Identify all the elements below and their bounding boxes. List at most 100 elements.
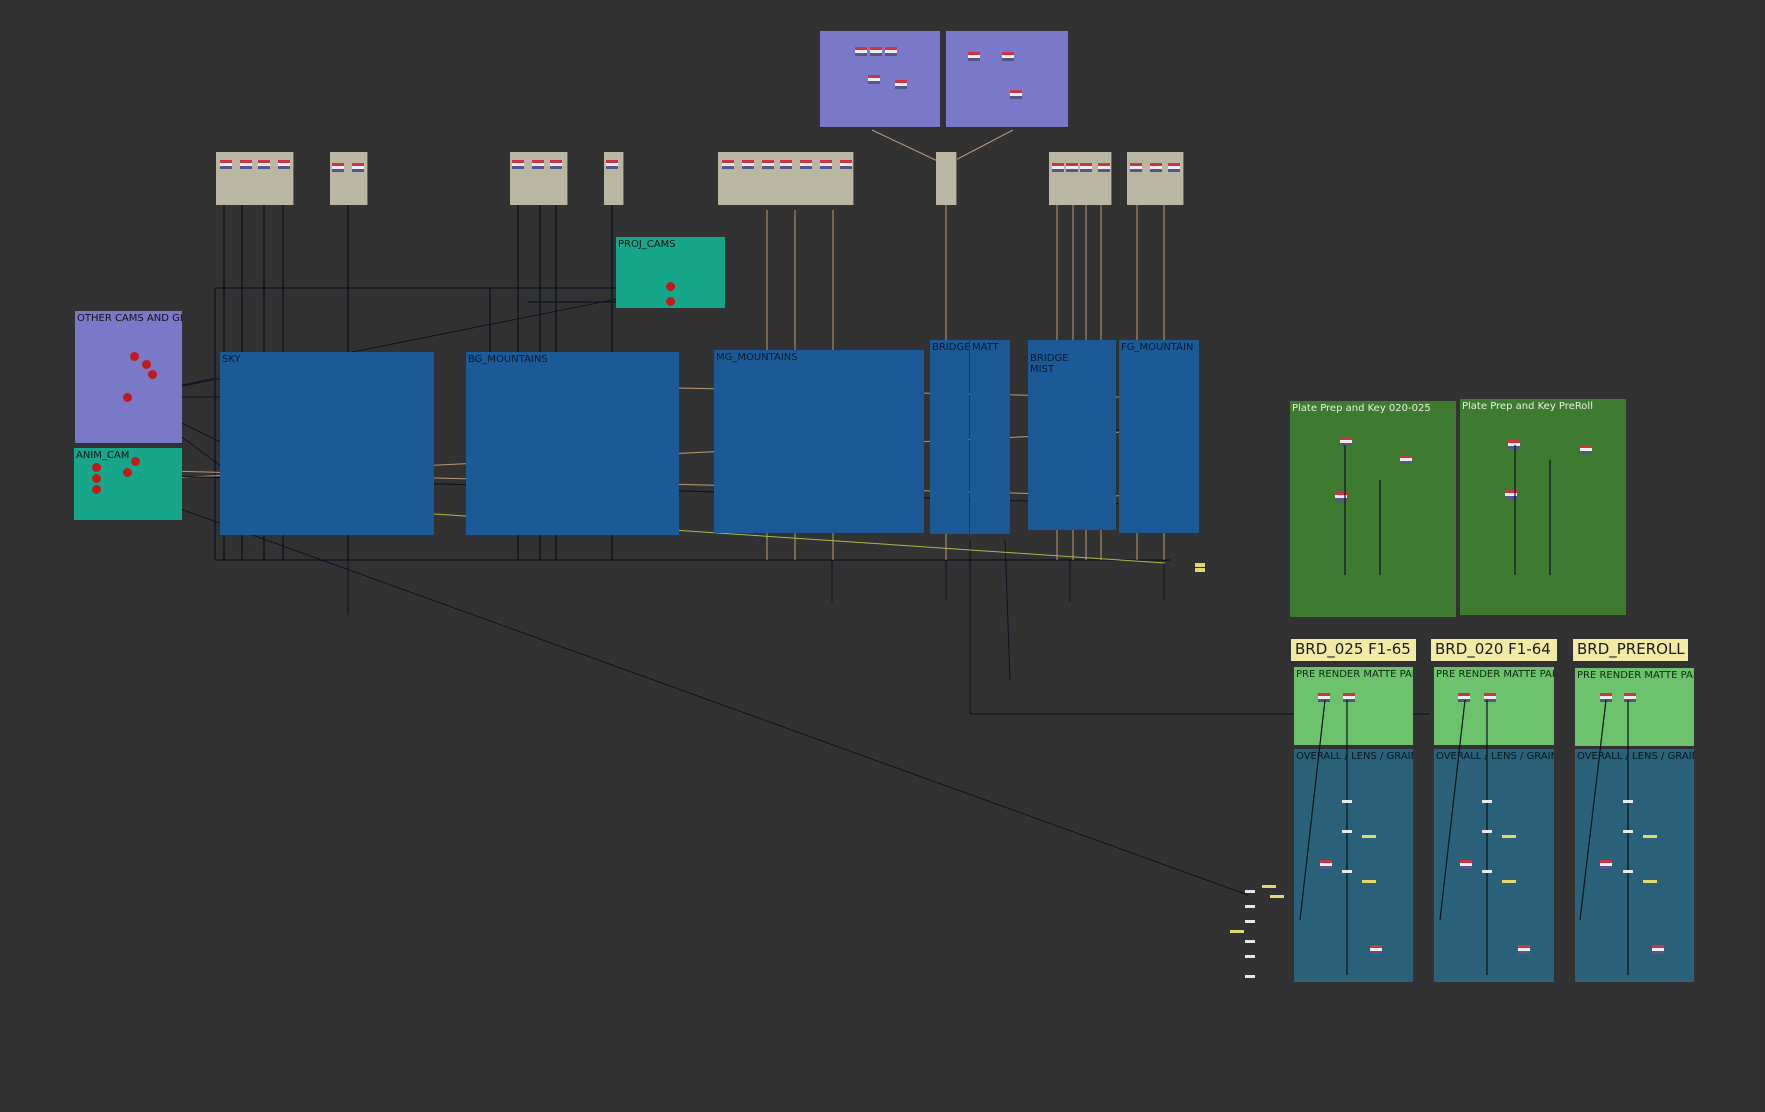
backdrop-sky[interactable]: SKY — [220, 352, 434, 535]
backdrop-plate-prep-020-025[interactable]: Plate Prep and Key 020-025 — [1290, 401, 1456, 617]
backdrop-label: PROJ_CAMS — [618, 239, 676, 250]
read-node-icon[interactable] — [868, 75, 880, 84]
read-node-icon[interactable] — [780, 160, 792, 169]
camera-node[interactable] — [130, 352, 139, 361]
read-node-icon[interactable] — [1320, 860, 1332, 869]
read-node-icon[interactable] — [1370, 945, 1382, 954]
backdrop-pre-render-matte-paint-preroll[interactable]: PRE RENDER MATTE PAINT — [1575, 668, 1694, 746]
read-node-icon[interactable] — [1652, 945, 1664, 954]
backdrop-overall-lens-grain-025[interactable]: OVERALL / LENS / GRAIN — [1294, 749, 1413, 982]
backdrop-label: ANIM_CAM — [76, 450, 130, 461]
read-stack-bridge[interactable] — [936, 152, 957, 205]
backdrop-fg-mountain[interactable]: FG_MOUNTAIN — [1119, 340, 1199, 533]
read-node-icon[interactable] — [800, 160, 812, 169]
backdrop-pre-render-matte-paint-025[interactable]: PRE RENDER MATTE PAINT — [1294, 667, 1413, 745]
backdrop-bridge[interactable]: BRIDGE — [930, 340, 969, 534]
camera-node[interactable] — [92, 463, 101, 472]
read-node-icon[interactable] — [870, 47, 882, 56]
read-node-icon[interactable] — [1080, 163, 1092, 172]
read-node-icon[interactable] — [820, 160, 832, 169]
read-node-icon[interactable] — [895, 80, 907, 89]
read-node-icon[interactable] — [1130, 163, 1142, 172]
read-node-icon[interactable] — [606, 160, 618, 169]
backdrop-matt[interactable]: MATT — [970, 340, 1010, 534]
read-node-icon[interactable] — [352, 163, 364, 172]
read-node-icon[interactable] — [1150, 163, 1162, 172]
backdrop-label: OTHER CAMS AND GEO — [77, 313, 182, 324]
read-node-icon[interactable] — [1343, 693, 1355, 702]
read-node-icon[interactable] — [1168, 163, 1180, 172]
camera-node[interactable] — [123, 393, 132, 402]
backdrop-label: PRE RENDER MATTE PAINT — [1436, 669, 1554, 680]
backdrop-anim-cam[interactable]: ANIM_CAM — [74, 448, 182, 520]
read-node-icon[interactable] — [1340, 437, 1352, 446]
read-node-icon[interactable] — [1010, 90, 1022, 99]
read-node-icon[interactable] — [1458, 693, 1470, 702]
camera-node[interactable] — [131, 457, 140, 466]
read-node-icon[interactable] — [1600, 693, 1612, 702]
shot-tag-brd-025[interactable]: BRD_025 F1-65 — [1291, 639, 1416, 661]
read-node-icon[interactable] — [512, 160, 524, 169]
read-node-icon[interactable] — [742, 160, 754, 169]
backdrop-bg-mountains[interactable]: BG_MOUNTAINS — [466, 352, 679, 535]
read-node-icon[interactable] — [1505, 490, 1517, 499]
read-node-icon[interactable] — [220, 160, 232, 169]
backdrop-label: PRE RENDER MATTE PAINT — [1296, 669, 1413, 680]
backdrop-label: PRE RENDER MATTE PAINT — [1577, 670, 1694, 681]
read-node-icon[interactable] — [968, 52, 980, 61]
backdrop-proj-cams[interactable]: PROJ_CAMS — [616, 237, 725, 308]
backdrop-top-right[interactable] — [946, 31, 1068, 127]
camera-node[interactable] — [123, 468, 132, 477]
read-node-icon[interactable] — [840, 160, 852, 169]
read-node-icon[interactable] — [532, 160, 544, 169]
read-stack-sky-2[interactable] — [330, 152, 368, 205]
camera-node[interactable] — [148, 370, 157, 379]
read-node-icon[interactable] — [1098, 163, 1110, 172]
read-node-icon[interactable] — [722, 160, 734, 169]
read-node-icon[interactable] — [1052, 163, 1064, 172]
backdrop-label: Plate Prep and Key 020-025 — [1292, 403, 1431, 414]
read-node-icon[interactable] — [258, 160, 270, 169]
shot-tag-brd-020[interactable]: BRD_020 F1-64 — [1431, 639, 1557, 661]
backdrop-label: BRIDGE — [932, 342, 969, 353]
backdrop-overall-lens-grain-020[interactable]: OVERALL / LENS / GRAIN — [1434, 749, 1554, 982]
read-node-icon[interactable] — [1484, 693, 1496, 702]
backdrop-label: BG_MOUNTAINS — [468, 354, 548, 365]
read-node-icon[interactable] — [332, 163, 344, 172]
shot-tag-brd-preroll[interactable]: BRD_PREROLL — [1573, 639, 1688, 661]
backdrop-label: SKY — [222, 354, 241, 365]
backdrop-pre-render-matte-paint-020[interactable]: PRE RENDER MATTE PAINT — [1434, 667, 1554, 745]
read-node-icon[interactable] — [1318, 693, 1330, 702]
read-node-icon[interactable] — [1600, 860, 1612, 869]
read-node-icon[interactable] — [762, 160, 774, 169]
backdrop-other-cams-geo[interactable]: OTHER CAMS AND GEO — [75, 311, 182, 443]
camera-node[interactable] — [92, 474, 101, 483]
read-node-icon[interactable] — [1002, 52, 1014, 61]
camera-node[interactable] — [142, 360, 151, 369]
read-stack-fg-mountain[interactable] — [1127, 152, 1184, 205]
camera-node[interactable] — [666, 297, 675, 306]
backdrop-plate-prep-preroll[interactable]: Plate Prep and Key PreRoll — [1460, 399, 1626, 615]
backdrop-label: FG_MOUNTAIN — [1121, 342, 1194, 353]
read-node-icon[interactable] — [1580, 445, 1592, 454]
read-node-icon[interactable] — [1335, 492, 1347, 501]
read-stack-bridge-mist[interactable] — [1049, 152, 1112, 205]
backdrop-mg-mountains[interactable]: MG_MOUNTAINS — [714, 350, 924, 533]
read-node-icon[interactable] — [1460, 860, 1472, 869]
read-node-icon[interactable] — [550, 160, 562, 169]
camera-node[interactable] — [92, 485, 101, 494]
read-node-icon[interactable] — [240, 160, 252, 169]
read-node-icon[interactable] — [278, 160, 290, 169]
read-node-icon[interactable] — [1624, 693, 1636, 702]
read-node-icon[interactable] — [885, 47, 897, 56]
backdrop-label: BRIDGE MIST — [1030, 353, 1069, 375]
read-node-icon[interactable] — [1400, 455, 1412, 464]
backdrop-bridge-mist[interactable]: BRIDGE MIST — [1028, 340, 1116, 530]
read-node-icon[interactable] — [855, 47, 867, 56]
camera-node[interactable] — [666, 282, 675, 291]
read-node-icon[interactable] — [1508, 440, 1520, 449]
read-node-icon[interactable] — [1518, 945, 1530, 954]
backdrop-overall-lens-grain-tonemap[interactable]: OVERALL / LENS / GRAIN / TONEMA — [1575, 749, 1694, 982]
read-node-icon[interactable] — [1066, 163, 1078, 172]
